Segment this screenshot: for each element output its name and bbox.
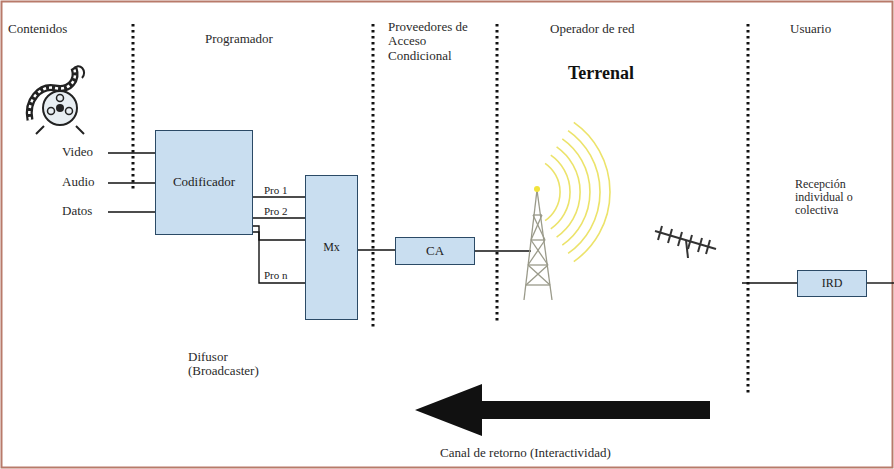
signal-connector (253, 196, 305, 197)
wave-arc (551, 155, 570, 229)
section-dividers (133, 24, 748, 395)
input-wire (108, 182, 155, 183)
box-label: Mx (323, 241, 340, 254)
input-label: Audio (62, 175, 95, 189)
signal-connector (253, 226, 305, 240)
input-wire (108, 152, 155, 153)
wave-arc (568, 131, 600, 254)
box-label: IRD (822, 277, 843, 290)
input-label: Datos (62, 204, 92, 218)
program-label: Pro n (263, 269, 289, 281)
transmitter-tower (524, 186, 552, 300)
input-label: Video (62, 145, 93, 159)
divider-line (132, 24, 135, 190)
divider-line (747, 24, 750, 395)
encoder-box: Codificador (155, 130, 253, 235)
wave-arc (562, 139, 590, 245)
radio-waves (545, 122, 610, 261)
section-heading: Usuario (790, 22, 831, 36)
program-label: Pro 1 (263, 184, 289, 196)
box-label: CA (426, 244, 444, 258)
box-label: Codificador (173, 175, 235, 189)
wave-arc (574, 122, 610, 261)
reception-note: Recepción individual o colectiva (795, 178, 875, 218)
receiver-box: IRD (797, 270, 867, 297)
multiplexer-box: Mx (305, 175, 358, 320)
section-heading: Contenidos (8, 22, 67, 36)
conditional-access-box: CA (395, 237, 475, 265)
broadcaster-note: Difusor (Broadcaster) (188, 350, 288, 379)
tower-feed-wire (475, 250, 531, 251)
signal-connector (253, 217, 305, 218)
input-wire (108, 211, 155, 212)
receiving-antenna (655, 226, 716, 258)
divider-line (496, 24, 499, 322)
section-heading: Programador (205, 32, 273, 46)
divider-line (372, 24, 375, 330)
signal-connector (358, 249, 395, 250)
antenna-wire (742, 282, 797, 283)
wave-arc (557, 147, 581, 237)
content-icon (29, 66, 84, 134)
signal-connector (253, 232, 305, 283)
wave-arc (545, 163, 560, 220)
section-heading: Operador de red (550, 22, 634, 36)
return-channel-arrow (415, 384, 710, 436)
program-label: Pro 2 (263, 205, 289, 217)
section-heading: Proveedores de Acceso Condicional (388, 20, 488, 63)
network-type-label: Terrenal (568, 64, 634, 84)
output-wire (867, 282, 894, 283)
return-channel-label: Canal de retorno (Interactividad) (440, 446, 611, 460)
